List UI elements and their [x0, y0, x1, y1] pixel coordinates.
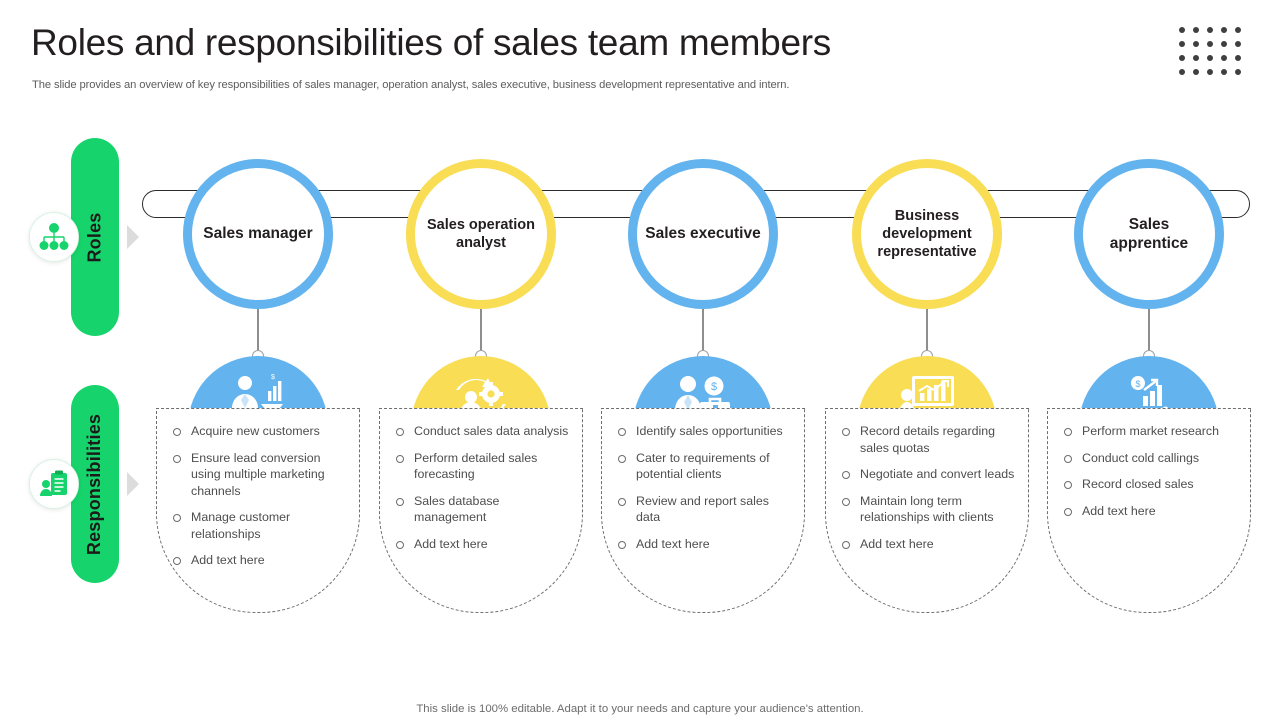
responsibility-item: Ensure lead conversion using multiple ma… [169, 450, 351, 500]
connector-stem [926, 309, 928, 356]
role-label: Business development representative [877, 207, 977, 261]
role-label: Sales apprentice [1109, 215, 1189, 252]
grid-dot [1235, 27, 1241, 33]
role-label: Sales manager [203, 225, 313, 243]
grid-dot [1193, 69, 1199, 75]
responsibility-item: Cater to requirements of potential clien… [614, 450, 796, 483]
responsibility-item: Review and report sales data [614, 493, 796, 526]
svg-text:$: $ [271, 374, 275, 381]
responsibility-item: Perform market research [1060, 423, 1242, 440]
businessman-chart-icon: $ [227, 374, 289, 429]
responsibility-item: Add text here [614, 536, 796, 553]
grid-dot [1235, 55, 1241, 61]
connector-stem [1148, 309, 1150, 356]
connector-stem [480, 309, 482, 356]
page-subtitle: The slide provides an overview of key re… [32, 79, 790, 91]
responsibility-item: Identify sales opportunities [614, 423, 796, 440]
connector-stem [257, 309, 259, 356]
grid-dot [1193, 55, 1199, 61]
responsibility-item: Manage customer relationships [169, 509, 351, 542]
responsibility-item: Record closed sales [1060, 476, 1242, 493]
grid-dot [1207, 41, 1213, 47]
role-label: Sales operation analyst [427, 216, 535, 251]
role-circle[interactable]: Sales manager [183, 159, 333, 309]
responsibility-item: Perform detailed sales forecasting [392, 450, 574, 483]
responsibility-item: Add text here [169, 552, 351, 569]
responsibility-item: Conduct cold callings [1060, 450, 1242, 467]
role-circle[interactable]: Business development representative [852, 159, 1002, 309]
page-title: Roles and responsibilities of sales team… [31, 22, 831, 63]
clipboard-checklist-person-icon [29, 459, 79, 509]
role-circle[interactable]: Sales apprentice [1074, 159, 1224, 309]
responsibility-item: Sales database management [392, 493, 574, 526]
responsibility-item: Conduct sales data analysis [392, 423, 574, 440]
role-circle[interactable]: Sales executive [628, 159, 778, 309]
grid-dot [1193, 27, 1199, 33]
svg-text:$: $ [1135, 379, 1140, 389]
grid-dot [1221, 27, 1227, 33]
rail-responsibilities-arrow [127, 472, 139, 496]
grid-dot [1221, 55, 1227, 61]
grid-dot [1235, 69, 1241, 75]
grid-dot [1235, 41, 1241, 47]
responsibility-item: Add text here [1060, 503, 1242, 520]
responsibility-item: Record details regarding sales quotas [838, 423, 1020, 456]
responsibility-item: Acquire new customers [169, 423, 351, 440]
grid-dot [1207, 55, 1213, 61]
responsibility-item: Add text here [392, 536, 574, 553]
grid-dot [1179, 41, 1185, 47]
rail-roles: Roles [71, 138, 119, 336]
role-circle[interactable]: Sales operation analyst [406, 159, 556, 309]
svg-text:$: $ [711, 381, 717, 393]
grid-dot [1179, 55, 1185, 61]
rail-roles-label: Roles [84, 211, 105, 263]
grid-dot [1179, 69, 1185, 75]
grid-dot [1221, 41, 1227, 47]
rail-responsibilities-label: Responsibilities [84, 413, 105, 555]
connector-stem [702, 309, 704, 356]
responsibility-item: Maintain long term relationships with cl… [838, 493, 1020, 526]
org-chart-icon [29, 212, 79, 262]
footer-note: This slide is 100% editable. Adapt it to… [416, 703, 864, 715]
grid-dot [1193, 41, 1199, 47]
responsibility-item: Add text here [838, 536, 1020, 553]
rail-roles-arrow [127, 225, 139, 249]
grid-dot [1207, 27, 1213, 33]
role-label: Sales executive [645, 225, 761, 243]
rail-responsibilities: Responsibilities [71, 385, 119, 583]
responsibility-item: Negotiate and convert leads [838, 466, 1020, 483]
dot-grid-icon [1179, 27, 1249, 83]
grid-dot [1221, 69, 1227, 75]
grid-dot [1179, 27, 1185, 33]
grid-dot [1207, 69, 1213, 75]
